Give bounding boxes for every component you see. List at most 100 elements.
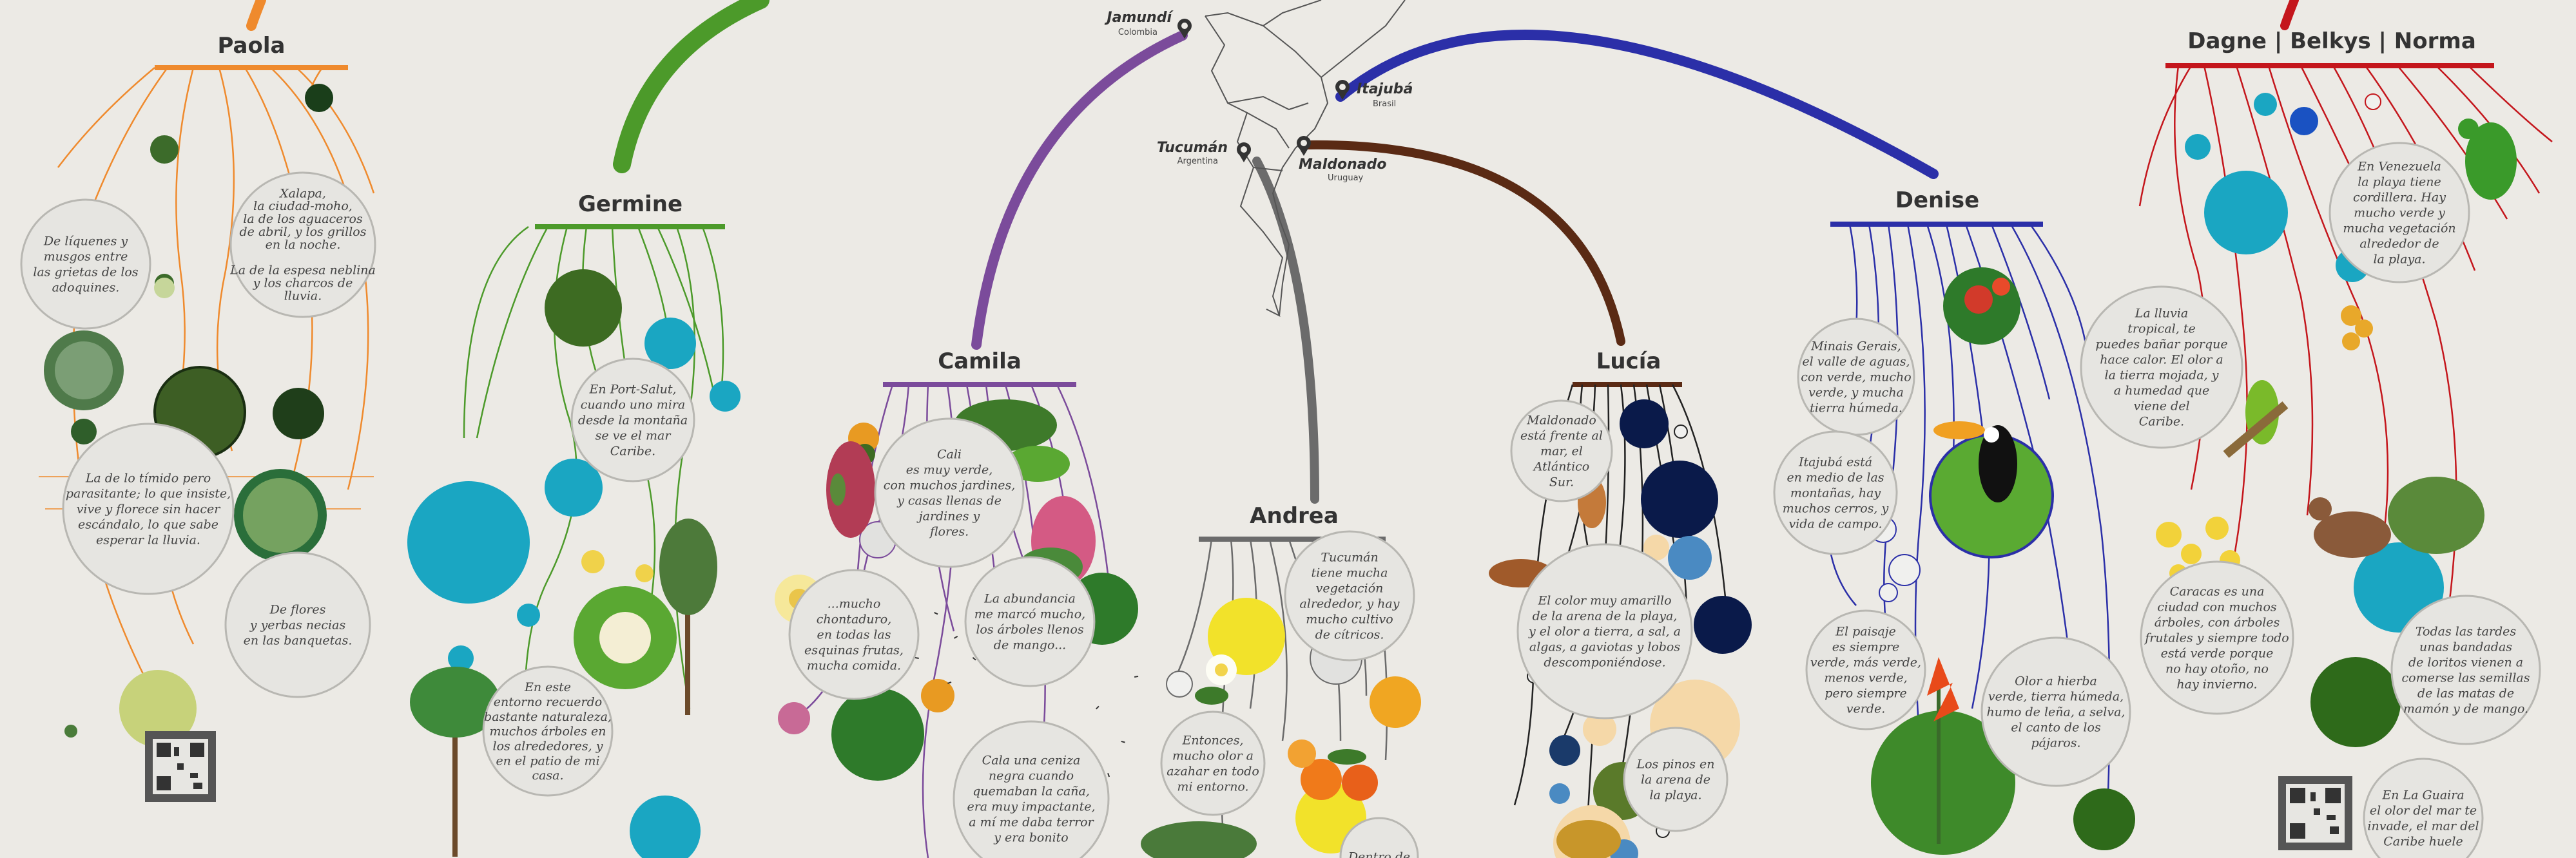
shrub-illustration (2388, 477, 2484, 554)
bubble-circle (1805, 609, 1926, 730)
color-dot (1668, 536, 1712, 580)
color-dot (517, 604, 540, 627)
bubble-text-line: mar, el (1540, 444, 1583, 459)
place-country: Uruguay (1328, 173, 1364, 183)
bubble-circle (1773, 430, 1898, 555)
bubble-text-line: vida de campo. (1788, 517, 1882, 531)
mango-fruit-illustration (826, 441, 875, 538)
color-dot (2365, 93, 2381, 110)
bubble-circle (229, 171, 376, 318)
bubble-circle (482, 665, 614, 797)
bubble-text-line: y los charcos de (253, 276, 353, 291)
place-tucuman[interactable]: Tucumán Argentina (1157, 140, 1251, 166)
color-dot (305, 84, 333, 112)
bubble-text-line: la playa. (1649, 788, 1701, 803)
color-dot (1643, 535, 1669, 560)
arc-paola (246, 0, 266, 31)
bubble-text-line: pájaros. (2031, 736, 2080, 750)
bubble-text-line: verde, más verde, (1810, 656, 1921, 670)
place-maldonado[interactable]: Maldonado Uruguay (1297, 136, 1387, 183)
color-dot (1166, 671, 1193, 698)
bubble-text-line: mamón y de mango. (2403, 702, 2528, 716)
color-dot (407, 481, 530, 604)
place-name: Maldonado (1299, 157, 1387, 173)
bubble-text-line: unas bandadas (2419, 640, 2512, 654)
bubble-text-line: La abundancia (983, 592, 1076, 606)
red-flower-illustration (1964, 278, 2010, 314)
person-name: Dagne | Belkys | Norma (2187, 28, 2476, 54)
bubble-text-line: jardines y (916, 510, 980, 524)
bubble-text-line: algas, a gaviotas y lobos (1529, 640, 1680, 654)
bubble-text-line: se ve el mar (596, 429, 672, 443)
bubble-circle (2080, 285, 2243, 449)
bubble-text-line: tierra húmeda. (1810, 401, 1903, 415)
bubble-text-line: El color muy amarillo (1537, 594, 1671, 608)
qr-code-pattern (157, 743, 204, 790)
parakeet-illustration (2223, 380, 2289, 458)
bubble-text-line: Maldonado (1526, 414, 1596, 428)
bubble-text-line: y el olor a tierra, a sal, a (1528, 625, 1681, 639)
color-dot (2254, 93, 2277, 116)
flower-dot (581, 550, 605, 573)
place-country: Argentina (1177, 157, 1218, 166)
color-dot (2073, 788, 2135, 850)
bubble-circle (2140, 560, 2294, 715)
bubble-circle (953, 720, 1110, 858)
bubble-text-line: En este (524, 680, 571, 694)
bubble-text-line: pero siempre (1825, 687, 1907, 701)
bubble-text-line: verde, tierra húmeda, (1988, 690, 2124, 704)
bubble-text-line: a mí me daba terror (969, 815, 1094, 830)
bubble-text-line: parasitante; lo que insiste, (66, 487, 231, 501)
bubble-text-line: humo de leña, a selva, (1987, 705, 2126, 720)
flower-photo-center (599, 612, 651, 663)
place-country: Colombia (1118, 28, 1157, 37)
bubble-text-line: a humedad que (2114, 384, 2209, 398)
bubble-text-line: la tierra mojada, y (2105, 368, 2219, 383)
place-name: Jamundí (1104, 10, 1174, 26)
bubble-text-line: Cala una ceniza (982, 754, 1081, 768)
bubble-circle (1510, 399, 1613, 502)
bubble-text-line: de abril, y los grillos (240, 225, 367, 239)
bubble-text-line: Minais Gerais, (1810, 339, 1901, 354)
color-dot (71, 419, 97, 444)
bubble-text-line: la ciudad-moho, (253, 199, 353, 213)
person-dagne-belkys-norma: Dagne | Belkys | Norma (2138, 28, 2553, 850)
place-name: Tucumán (1157, 140, 1228, 156)
color-dot (545, 459, 603, 517)
bubble-circle (570, 358, 695, 482)
seashell-illustration (1556, 820, 1621, 858)
lichen-photo-texture (243, 478, 318, 553)
bubble-text-line: tropical, te (2127, 322, 2195, 336)
place-name: Itajubá (1357, 81, 1413, 97)
bubble-text-line: Dentro de (1348, 850, 1410, 858)
place-jamundi[interactable]: Jamundí Colombia (1104, 10, 1192, 39)
color-dot (1549, 783, 1570, 804)
bubble-text-line: la playa. (2373, 253, 2425, 267)
bubble-text-line: casa. (532, 768, 563, 783)
quote-bubble: Xalapa,la ciudad-moho,la de los aguacero… (229, 171, 376, 318)
bubble-text-line: Caribe. (610, 444, 655, 459)
bubble-text-line: de las matas de (2417, 687, 2514, 701)
color-dot (2310, 657, 2401, 747)
bubble-text-line: En Venezuela (2357, 160, 2441, 174)
color-dot (778, 702, 810, 734)
person-name: Andrea (1250, 503, 1339, 529)
bubble-text-line: adoquines. (52, 281, 120, 295)
color-dot (1879, 583, 1898, 602)
bubble-text-line: azahar en todo (1167, 765, 1259, 779)
color-dot (710, 381, 741, 412)
map-pin-icon (1237, 142, 1251, 162)
bubble-text-line: Entonces, (1181, 734, 1243, 748)
orange-blossom-illustration (1195, 654, 1237, 705)
place-itajuba[interactable]: Itajubá Brasil (1335, 80, 1413, 109)
flower-dot (635, 564, 654, 582)
